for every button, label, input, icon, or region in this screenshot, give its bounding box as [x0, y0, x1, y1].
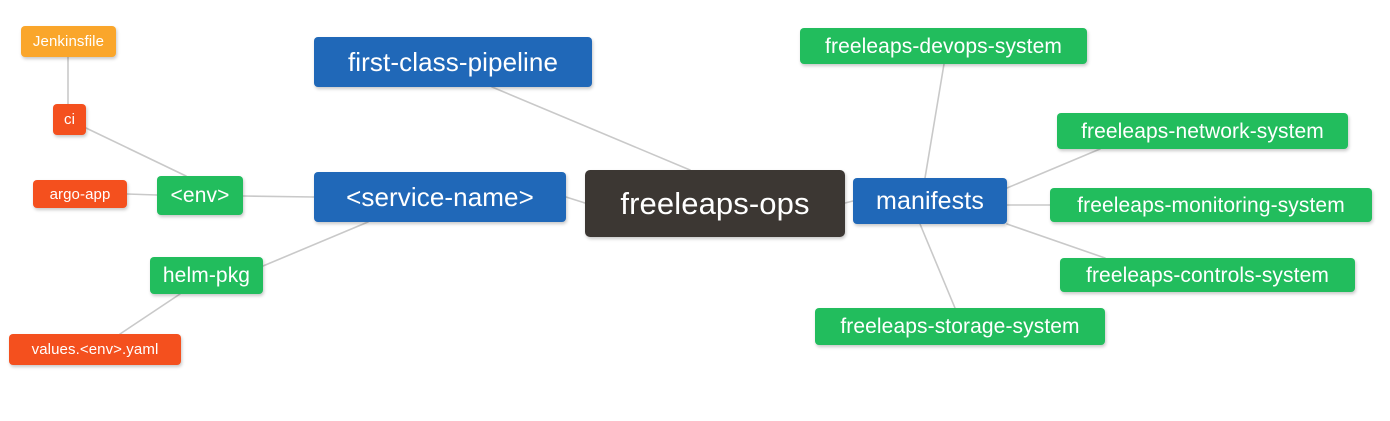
node-manifests[interactable]: manifests	[853, 178, 1007, 224]
edge-env-argo	[126, 193, 158, 196]
edge-ops-pipeline	[491, 86, 691, 171]
edge-ops-service	[565, 196, 586, 204]
edge-manifests-network	[1006, 148, 1101, 189]
edge-manifests-devops	[924, 63, 945, 179]
node-jenkinsfile[interactable]: Jenkinsfile	[21, 26, 116, 57]
node-freeleaps-network-system[interactable]: freeleaps-network-system	[1057, 113, 1348, 149]
node-ci[interactable]: ci	[53, 104, 86, 135]
edge-ops-manifests	[844, 200, 854, 204]
edge-env-ci	[85, 127, 187, 177]
node-argo-app[interactable]: argo-app	[33, 180, 127, 208]
edge-helm-values	[119, 293, 181, 335]
node-env[interactable]: <env>	[157, 176, 243, 215]
node-freeleaps-devops-system[interactable]: freeleaps-devops-system	[800, 28, 1087, 64]
node-service-name[interactable]: <service-name>	[314, 172, 566, 222]
node-freeleaps-controls-system[interactable]: freeleaps-controls-system	[1060, 258, 1355, 292]
edge-manifests-storage	[919, 223, 956, 309]
edge-manifests-controls	[1006, 223, 1106, 259]
node-helm-pkg[interactable]: helm-pkg	[150, 257, 263, 294]
edge-service-helm	[262, 221, 369, 267]
node-freeleaps-monitoring-system[interactable]: freeleaps-monitoring-system	[1050, 188, 1372, 222]
node-first-class-pipeline[interactable]: first-class-pipeline	[314, 37, 592, 87]
edge-service-env	[242, 195, 315, 198]
node-values-yaml[interactable]: values.<env>.yaml	[9, 334, 181, 365]
node-freeleaps-ops[interactable]: freeleaps-ops	[585, 170, 845, 237]
node-freeleaps-storage-system[interactable]: freeleaps-storage-system	[815, 308, 1105, 345]
